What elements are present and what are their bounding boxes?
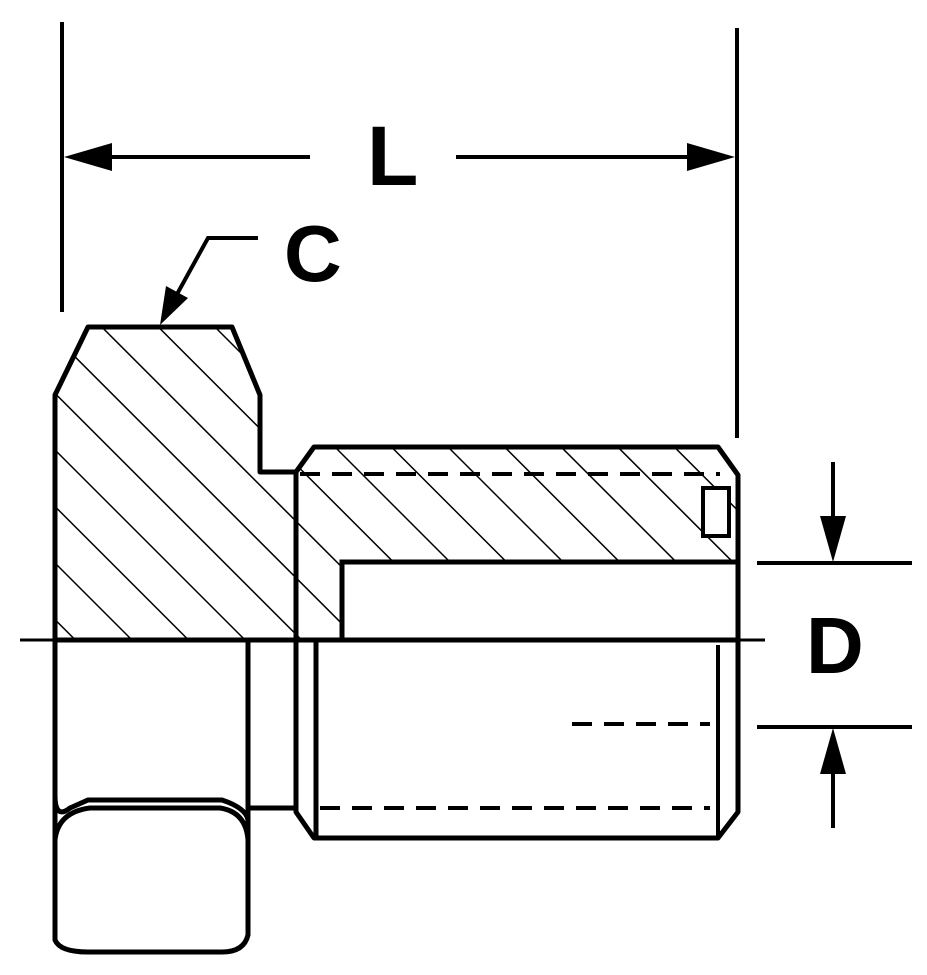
dimension-label-C: C <box>284 209 342 298</box>
hex-section-upper <box>52 324 299 643</box>
dimension-L-arrows <box>64 143 735 171</box>
dimension-label-D: D <box>806 601 864 690</box>
neck-lower <box>245 637 299 811</box>
hex-outside-lower <box>52 637 251 955</box>
dimension-label-L: L <box>367 109 419 203</box>
thread-end-upper <box>701 486 731 538</box>
dimension-D <box>757 462 912 828</box>
leader-C <box>160 236 258 325</box>
bore-upper <box>339 559 741 643</box>
